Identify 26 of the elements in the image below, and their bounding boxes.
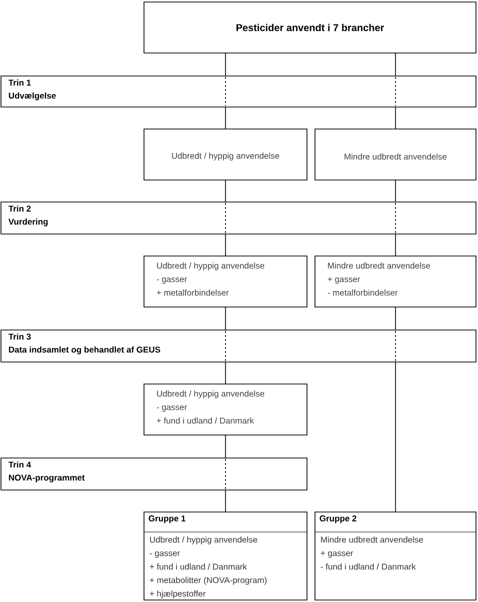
connector-line — [225, 306, 226, 330]
process-box: Udbredt / hyppig anvendelse - gasser + metalforbindelser — [144, 256, 308, 308]
title-box: Pesticider anvendt i 7 brancher — [144, 2, 476, 54]
connector-line — [225, 434, 226, 458]
group-box: Gruppe 1 Udbredt / hyppig anvendelse - gasser + fund i udland / Danmark + metabolitter (NOVA-program) + hjælpestoffer — [144, 512, 308, 600]
step-band: Trin 4 NOVA-programmet — [0, 458, 308, 490]
connector-line — [225, 362, 226, 384]
connector-line — [395, 362, 396, 512]
connector-line — [225, 180, 226, 202]
connector-line — [395, 52, 396, 76]
connector-line — [225, 52, 226, 76]
connector-line — [225, 490, 226, 512]
connector-line — [395, 180, 396, 202]
step-band: Trin 2 Vurdering — [0, 202, 476, 234]
process-box: Mindre udbredt anvendelse + gasser - metalforbindelser — [314, 256, 476, 308]
step-band: Trin 3 Data indsamlet og behandlet af GEUS — [0, 330, 476, 362]
connector-line — [225, 234, 226, 256]
connector-line — [225, 106, 226, 130]
group-box: Gruppe 2 Mindre udbredt anvendelse + gasser - fund i udland / Danmark — [314, 512, 476, 600]
step-band: Trin 1 Udvælgelse — [0, 76, 476, 108]
connector-line — [395, 234, 396, 256]
connector-line — [395, 306, 396, 330]
connector-line — [395, 106, 396, 130]
process-box: Udbredt / hyppig anvendelse - gasser + fund i udland / Danmark — [144, 384, 308, 436]
process-box: Mindre udbredt anvendelse — [314, 128, 476, 180]
process-box: Udbredt / hyppig anvendelse — [144, 128, 308, 180]
